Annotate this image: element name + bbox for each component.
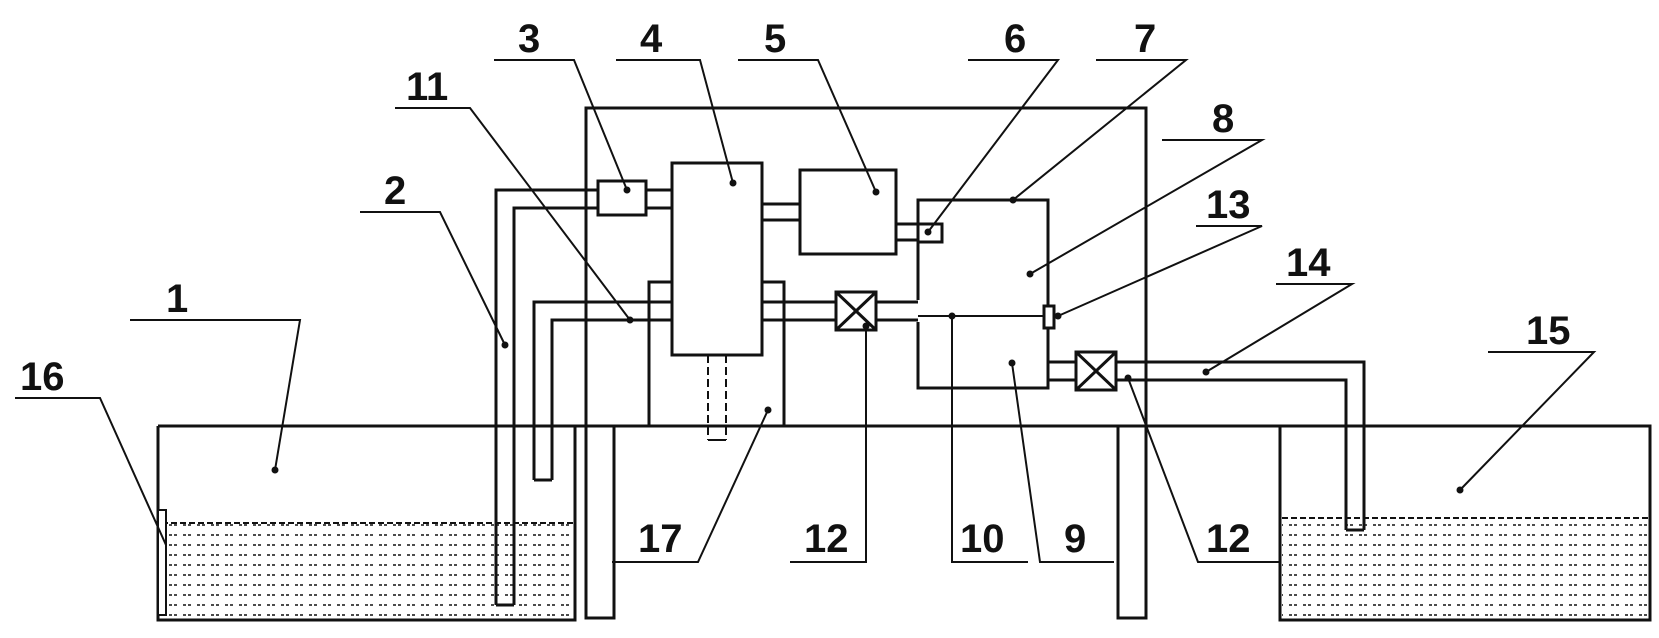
leader-1-dot: [271, 466, 279, 474]
valve-12-left-cross-b: [834, 290, 878, 332]
leader-15: [1459, 351, 1597, 491]
leader-4-dot: [729, 179, 737, 187]
label-3: 3: [518, 17, 540, 61]
leader-8: [1029, 139, 1266, 275]
leader-12-left-dot: [862, 322, 870, 330]
leader-lines: [15, 59, 1597, 563]
leader-10-dot: [948, 312, 956, 320]
leader-11: [395, 107, 631, 321]
leader-14-dot: [1202, 368, 1210, 376]
label-16: 16: [20, 355, 65, 399]
component-4: [670, 161, 764, 357]
leader-1: [130, 319, 302, 471]
label-2: 2: [384, 169, 406, 213]
valve-12-right: [1074, 350, 1118, 392]
frame-left-leg: [584, 424, 616, 620]
label-6: 6: [1004, 17, 1026, 61]
frame-right-leg: [1116, 424, 1148, 620]
label-10: 10: [960, 517, 1005, 561]
label-5: 5: [764, 17, 786, 61]
label-4: 4: [640, 17, 663, 61]
suction-pipe-2: [494, 188, 598, 607]
leader-17: [612, 409, 769, 563]
leader-15-dot: [1456, 486, 1464, 494]
leader-5-dot: [872, 188, 880, 196]
label-11: 11: [406, 65, 448, 109]
right-tank-outline: [1278, 424, 1652, 622]
pipe-2-inner: [512, 206, 598, 605]
label-12-left: 12: [804, 517, 849, 561]
pipe-14: [1048, 360, 1366, 532]
valve-12-left: [834, 290, 878, 332]
leader-3: [494, 59, 628, 191]
leader-17-dot: [764, 406, 772, 414]
leader-8-dot: [1026, 270, 1034, 278]
label-12-right: 12: [1206, 517, 1251, 561]
label-8: 8: [1212, 97, 1234, 141]
pipe-14-outer: [1116, 360, 1366, 530]
level-gauge-16: [157, 509, 167, 616]
label-14: 14: [1286, 241, 1331, 285]
leader-9: [1011, 362, 1114, 563]
leader-9-dot: [1008, 359, 1016, 367]
pipe-2-outer: [494, 188, 598, 605]
component-5: [798, 168, 898, 256]
leader-10: [951, 316, 1028, 563]
leader-13: [1057, 225, 1263, 317]
component-7: [916, 198, 1050, 312]
leader-13-dot: [1054, 312, 1062, 320]
label-1: 1: [166, 277, 188, 321]
leader-2-dot: [501, 341, 509, 349]
left-tank-water: [162, 523, 573, 618]
leader-6-dot: [924, 228, 932, 236]
right-tank: [1278, 424, 1652, 622]
left-tank: [156, 424, 577, 622]
leader-7-dot: [1009, 196, 1017, 204]
leader-11-dot: [626, 316, 634, 324]
leader-16: [15, 397, 167, 546]
label-13: 13: [1206, 183, 1251, 227]
pipe-14-inner: [1116, 378, 1348, 530]
label-9: 9: [1064, 517, 1086, 561]
leader-12-right: [1127, 377, 1280, 563]
label-15: 15: [1526, 309, 1571, 353]
component-13: [1042, 304, 1056, 330]
leader-5: [738, 59, 877, 193]
leader-3-dot: [623, 186, 631, 194]
tank-7-upper: [916, 198, 1050, 312]
component-9: [916, 322, 1050, 390]
label-17: 17: [638, 517, 683, 561]
label-7: 7: [1134, 17, 1156, 61]
component-3: [596, 179, 648, 217]
leader-12-left: [790, 330, 867, 563]
leader-12-right-dot: [1124, 374, 1132, 382]
leader-7: [1012, 59, 1189, 201]
leader-4: [616, 59, 734, 184]
support-frame: [575, 106, 1280, 620]
leader-6: [927, 59, 1061, 233]
leader-2: [360, 211, 506, 346]
leader-14: [1205, 283, 1356, 373]
labels: 1 16 2 11 3 4 5 6 7 8 13 14 15 17 12 10 …: [20, 17, 1571, 561]
valve-12-right-cross-b: [1074, 350, 1118, 392]
right-tank-water: [1282, 518, 1649, 618]
